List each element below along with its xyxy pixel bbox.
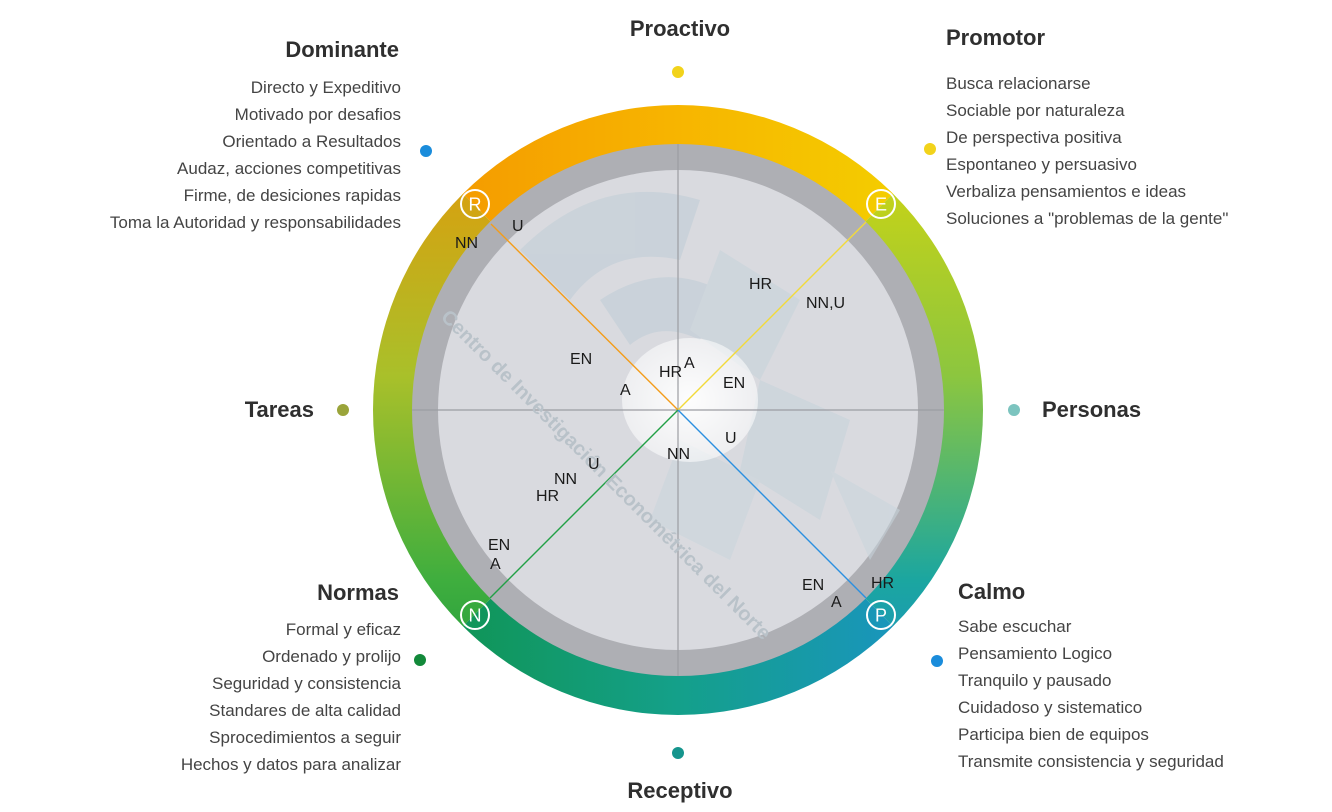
- marker-label: NN: [455, 235, 478, 252]
- quadrant-item: Tranquilo y pausado: [958, 671, 1111, 690]
- quadrant-item: Sabe escuchar: [958, 617, 1072, 636]
- badge-r: R: [460, 189, 490, 219]
- quadrant-item: Directo y Expeditivo: [251, 78, 401, 97]
- marker-label: A: [490, 556, 501, 573]
- quadrant-dominante: Dominante Directo y Expeditivo Motivado …: [110, 37, 432, 232]
- quadrant-item: Audaz, acciones competitivas: [177, 159, 401, 178]
- dot-promotor: [924, 143, 936, 155]
- diagonal-line-p: [677, 409, 867, 599]
- dot-bottom: [672, 747, 684, 759]
- dot-right: [1008, 404, 1020, 416]
- marker-label: NN: [667, 446, 690, 463]
- quadrant-title: Calmo: [958, 579, 1025, 604]
- marker-label: EN: [570, 351, 592, 368]
- quadrant-item: Orientado a Resultados: [222, 132, 401, 151]
- badge-n: N: [460, 600, 490, 630]
- marker-label: A: [831, 594, 842, 611]
- quadrant-item: Ordenado y prolijo: [262, 647, 401, 666]
- quadrant-item: Seguridad y consistencia: [212, 674, 402, 693]
- marker-label: HR: [749, 276, 772, 293]
- quadrant-item: Hechos y datos para analizar: [181, 755, 402, 774]
- diagonal-line-e: [677, 221, 867, 411]
- marker-label: U: [588, 456, 600, 473]
- quadrant-item: De perspectiva positiva: [946, 128, 1122, 147]
- marker-label: EN: [723, 375, 745, 392]
- svg-text:N: N: [469, 606, 482, 626]
- quadrant-item: Verbaliza pensamientos e ideas: [946, 182, 1186, 201]
- quadrant-promotor: Promotor Busca relacionarse Sociable por…: [924, 25, 1228, 228]
- axis-label-right: Personas: [1042, 397, 1141, 422]
- quadrant-item: Busca relacionarse: [946, 74, 1091, 93]
- marker-label: A: [684, 355, 695, 372]
- svg-text:P: P: [875, 606, 887, 626]
- quadrant-item: Sociable por naturaleza: [946, 101, 1125, 120]
- quadrant-item: Transmite consistencia y seguridad: [958, 752, 1224, 771]
- quadrant-item: Cuidadoso y sistematico: [958, 698, 1142, 717]
- badge-e: E: [866, 189, 896, 219]
- marker-label: EN: [488, 537, 510, 554]
- marker-label: U: [725, 430, 737, 447]
- marker-label: HR: [659, 364, 682, 381]
- quadrant-title: Dominante: [285, 37, 399, 62]
- quadrant-item: Firme, de desiciones rapidas: [184, 186, 401, 205]
- quadrant-item: Formal y eficaz: [286, 620, 401, 639]
- score-markers: NN U EN A HR A EN NN U HR NN,U U NN HR E…: [455, 218, 894, 611]
- quadrant-item: Motivado por desafios: [235, 105, 401, 124]
- axis-label-top: Proactivo: [630, 16, 730, 41]
- marker-label: HR: [536, 488, 559, 505]
- axis-label-left: Tareas: [245, 397, 314, 422]
- marker-label: NN: [554, 471, 577, 488]
- center-glow: [622, 338, 758, 462]
- quadrant-normas: Normas Formal y eficaz Ordenado y prolij…: [181, 580, 426, 774]
- dot-dominante: [420, 145, 432, 157]
- quadrant-title: Promotor: [946, 25, 1045, 50]
- svg-text:E: E: [875, 195, 887, 215]
- axis-label-bottom: Receptivo: [627, 778, 732, 803]
- quadrant-item: Standares de alta calidad: [209, 701, 401, 720]
- quadrant-item: Toma la Autoridad y responsabilidades: [110, 213, 401, 232]
- marker-label: U: [512, 218, 524, 235]
- quadrant-item: Pensamiento Logico: [958, 644, 1112, 663]
- dot-top: [672, 66, 684, 78]
- quadrant-title: Normas: [317, 580, 399, 605]
- dot-calmo: [931, 655, 943, 667]
- diagonal-line-n: [489, 409, 679, 599]
- dot-left: [337, 404, 349, 416]
- marker-label: A: [620, 382, 631, 399]
- badge-p: P: [866, 600, 896, 630]
- marker-label: EN: [802, 577, 824, 594]
- quadrant-item: Sprocedimientos a seguir: [209, 728, 401, 747]
- quadrant-item: Participa bien de equipos: [958, 725, 1149, 744]
- quadrant-item: Soluciones a "problemas de la gente": [946, 209, 1228, 228]
- quadrant-item: Espontaneo y persuasivo: [946, 155, 1137, 174]
- dot-normas: [414, 654, 426, 666]
- diagonal-line-r: [490, 223, 679, 411]
- quadrant-calmo: Calmo Sabe escuchar Pensamiento Logico T…: [931, 579, 1224, 771]
- marker-label: NN,U: [806, 295, 845, 312]
- marker-label: HR: [871, 575, 894, 592]
- svg-text:R: R: [469, 195, 482, 215]
